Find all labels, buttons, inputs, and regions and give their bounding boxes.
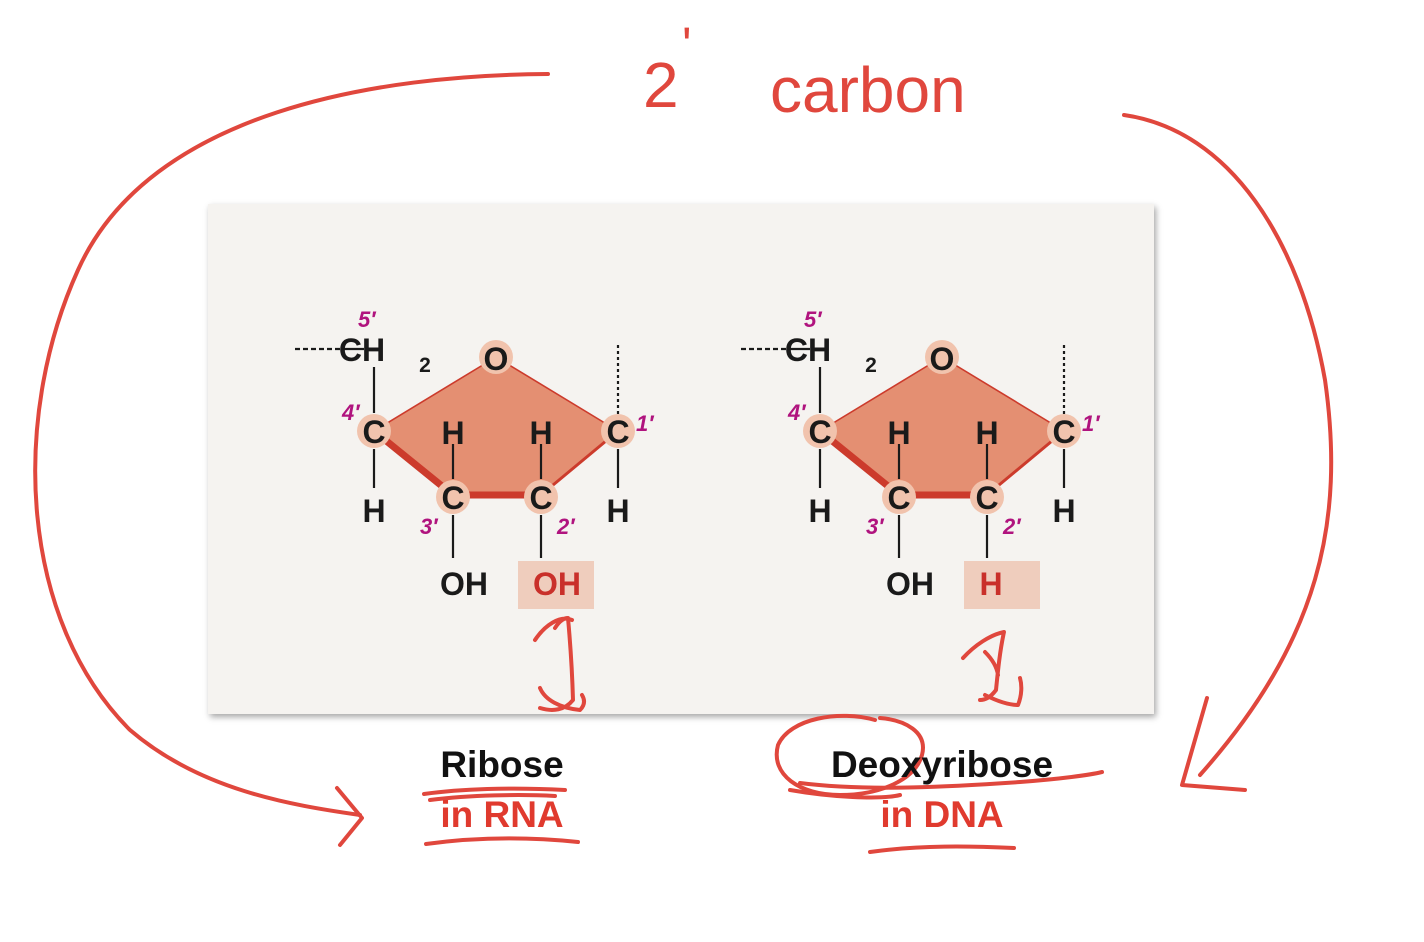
hydroxyl-c3: OH [440, 566, 488, 602]
prime-label-3: 3′ [866, 514, 885, 539]
deoxyribose-caption: Deoxyribose [830, 744, 1054, 785]
hydrogen-c2-top: H [975, 415, 998, 451]
ring-oxygen: O [930, 341, 955, 377]
underline-ribose [422, 786, 567, 802]
ring-oxygen: O [484, 341, 509, 377]
double-arrow-ribose [533, 616, 587, 712]
strike-deoxyribose [798, 770, 1104, 790]
annotation-title-prime: ' [682, 17, 692, 73]
prime-label-2: 2′ [1002, 514, 1022, 539]
hydrogen-c3-top: H [887, 415, 910, 451]
ribose-structure: CH 2 O C C C C H H H H OH OH 5′ 4′ 3′ 2′… [295, 307, 655, 609]
hydrogen-c4-bottom: H [808, 493, 831, 529]
annotation-title-number: 2 [643, 49, 679, 121]
hydrogen-c2-top: H [529, 415, 552, 451]
prime-label-4: 4′ [341, 400, 361, 425]
deoxyribose-structure: CH 2 O C C C C H H H H OH H 5′ 4′ 3′ 2′ … [741, 307, 1101, 609]
underline-in-rna [424, 836, 580, 846]
ribose-caption: Ribose [440, 744, 564, 785]
prime-label-5: 5′ [358, 307, 377, 332]
prime-label-1: 1′ [636, 411, 655, 436]
hydroxyl-c3: OH [886, 566, 934, 602]
carbon-4: C [362, 414, 385, 450]
group-c2-highlighted: OH [533, 566, 581, 602]
annotation-title-word: carbon [770, 54, 966, 126]
prime-label-2: 2′ [556, 514, 576, 539]
prime-label-1: 1′ [1082, 411, 1101, 436]
ribose-subcaption: in RNA [440, 794, 564, 835]
group-c2-highlighted: H [979, 566, 1002, 602]
prime-label-5: 5′ [804, 307, 823, 332]
ch2-subscript: 2 [865, 354, 877, 377]
hydrogen-c1-bottom: H [606, 493, 629, 529]
hydrogen-c4-bottom: H [362, 493, 385, 529]
carbon-2: C [529, 480, 552, 516]
right-arrowhead [1180, 696, 1247, 792]
carbon-3: C [441, 480, 464, 516]
right-arc-arrow [1122, 113, 1334, 777]
prime-label-4: 4′ [787, 400, 807, 425]
carbon-2: C [975, 480, 998, 516]
carbon-3: C [887, 480, 910, 516]
double-arrow-deoxyribose [961, 630, 1024, 707]
underline-in-dna [868, 844, 1016, 854]
carbon-1: C [606, 414, 629, 450]
carbon-1: C [1052, 414, 1075, 450]
strike-deoxyribose-2 [788, 788, 902, 800]
ch2-subscript: 2 [419, 354, 431, 377]
carbon-4: C [808, 414, 831, 450]
ch2-label: CH [785, 332, 831, 368]
hydrogen-c1-bottom: H [1052, 493, 1075, 529]
left-arc-arrow [33, 72, 550, 817]
ch2-label: CH [339, 332, 385, 368]
prime-label-3: 3′ [420, 514, 439, 539]
left-arrowhead [335, 786, 364, 847]
hydrogen-c3-top: H [441, 415, 464, 451]
deoxyribose-subcaption: in DNA [880, 794, 1004, 835]
